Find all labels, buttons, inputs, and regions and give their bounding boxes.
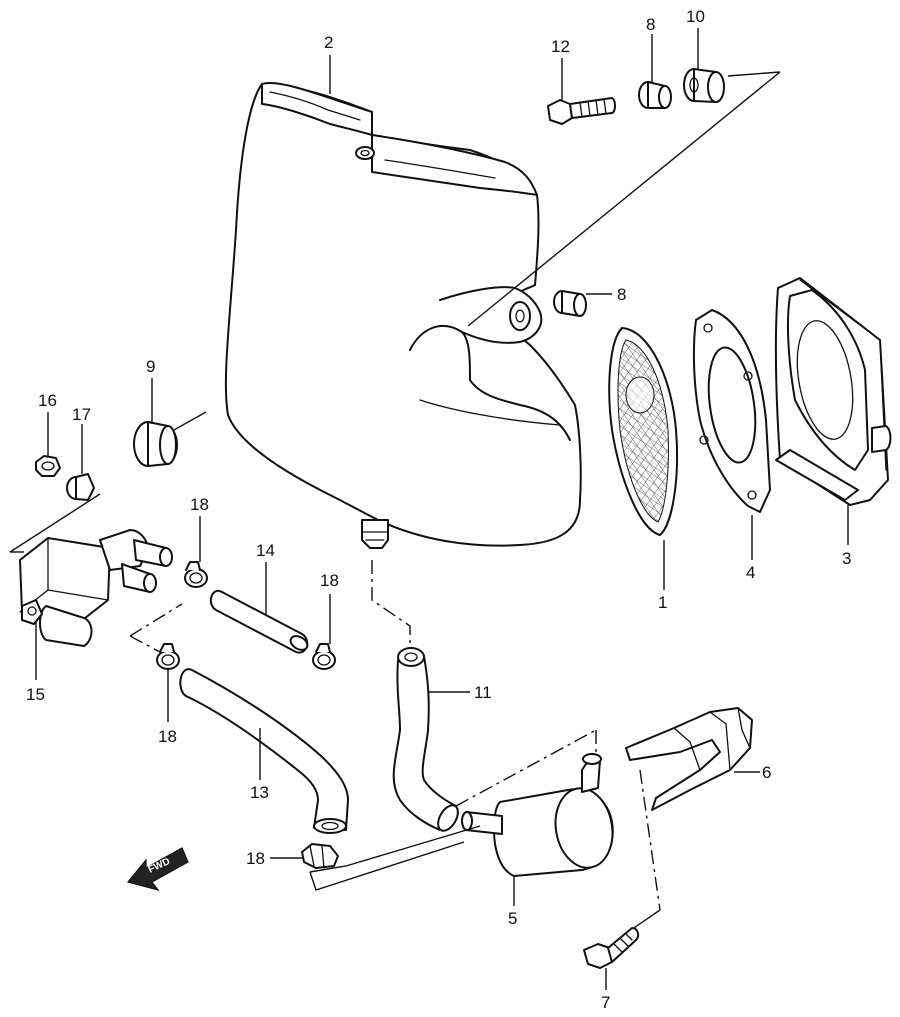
callout-14: 14 [256, 541, 275, 560]
callout-12: 12 [551, 37, 570, 56]
part-9-grommet [133, 421, 178, 467]
part-14-hose [209, 589, 309, 654]
part-4-gasket [692, 309, 771, 513]
callout-15: 15 [26, 685, 45, 704]
callout-3: 3 [842, 549, 851, 568]
part-2-tank-housing [224, 82, 582, 549]
part-18-clamp-c [156, 643, 180, 670]
part-8-collar-top [638, 81, 672, 109]
part-15-solenoid-valve [19, 529, 173, 647]
callout-10: 10 [686, 7, 705, 26]
part-8-collar-side [553, 290, 587, 317]
part-12-bolt [547, 97, 616, 125]
callout-7: 7 [601, 993, 610, 1012]
callout-8-top: 8 [646, 15, 655, 34]
callout-5: 5 [508, 909, 517, 928]
callout-18-c: 18 [158, 727, 177, 746]
part-18-clamp-a [184, 561, 208, 588]
callout-11: 11 [474, 683, 492, 702]
part-13-hose [179, 668, 349, 834]
part-17-bushing [66, 473, 95, 501]
callout-6: 6 [762, 763, 771, 782]
callout-9: 9 [146, 357, 155, 376]
fwd-arrow-icon: FWD [126, 847, 189, 892]
part-16-nut [35, 455, 61, 477]
part-6-holder-bracket [625, 707, 753, 811]
callout-labels: 2 12 8 10 8 9 16 17 18 14 18 15 18 13 11… [26, 7, 851, 1012]
callout-16: 16 [38, 391, 57, 410]
callout-18-d: 18 [246, 849, 265, 868]
callout-18-b: 18 [320, 571, 339, 590]
part-3-cover [774, 277, 892, 506]
callout-8-side: 8 [617, 285, 626, 304]
part-10-grommet [683, 68, 725, 103]
callout-13: 13 [250, 783, 269, 802]
part-1-mesh-filter [608, 327, 679, 536]
part-18-clamp-d [301, 843, 339, 869]
callout-4: 4 [746, 563, 755, 582]
part-5-fuel-filter [461, 753, 614, 877]
part-7-bolt [583, 927, 640, 969]
part-18-clamp-b [312, 643, 336, 670]
part-11-hose [392, 647, 459, 832]
callout-17: 17 [72, 405, 91, 424]
callout-18-a: 18 [190, 495, 209, 514]
callout-1: 1 [658, 593, 667, 612]
callout-2: 2 [324, 33, 333, 52]
